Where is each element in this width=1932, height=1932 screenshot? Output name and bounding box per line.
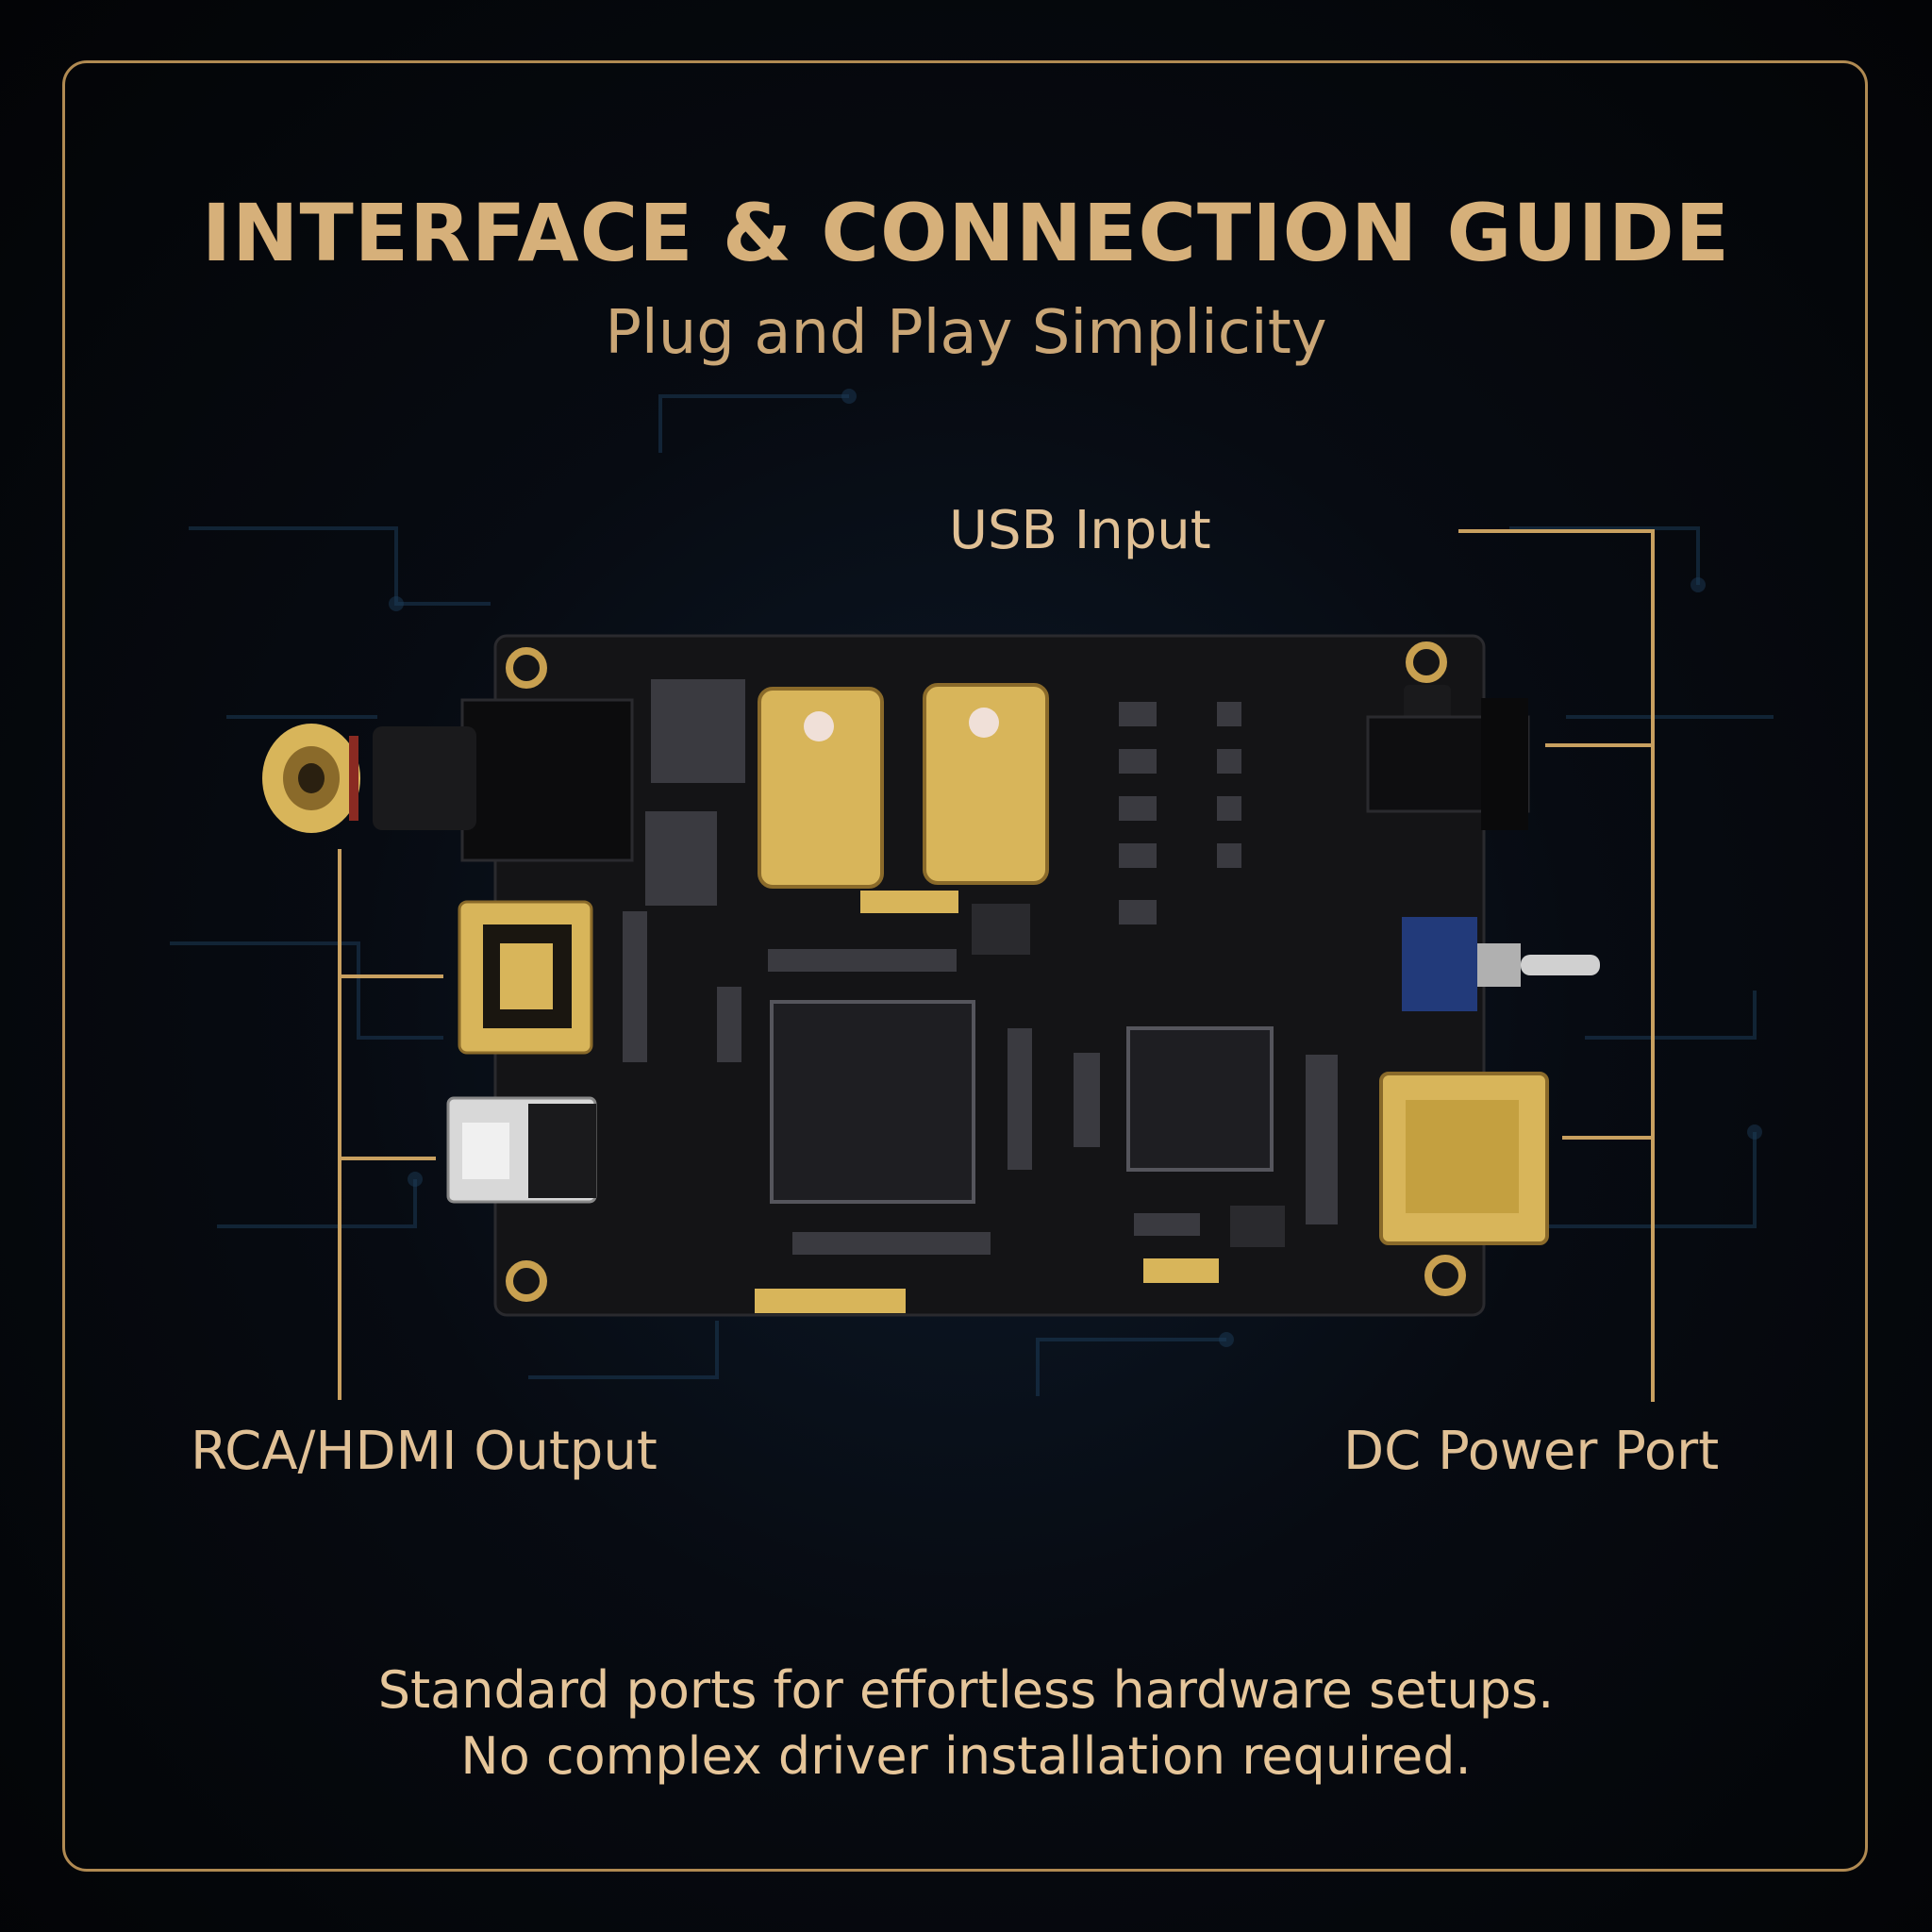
oscillator-cans <box>758 683 1049 889</box>
dc-power-jack <box>1366 698 1530 830</box>
footer-line-2: No complex driver installation required. <box>460 1726 1472 1786</box>
toggle-switch <box>1402 917 1600 1011</box>
rca-connector <box>262 698 634 862</box>
header-pins <box>755 891 1219 1313</box>
usb-input-label: USB Input <box>949 500 1211 561</box>
page-title: INTERFACE & CONNECTION GUIDE <box>201 187 1731 279</box>
smd-components <box>623 679 1338 1255</box>
mounting-holes <box>506 641 1466 1302</box>
main-chips <box>770 904 1285 1247</box>
callout-lines <box>338 529 1655 1402</box>
gold-frame-border <box>62 60 1868 1872</box>
usb-b-connector <box>1379 1072 1549 1245</box>
circuit-traces-background <box>170 394 1774 1396</box>
footer-line-1: Standard ports for effortless hardware s… <box>377 1660 1555 1720</box>
page-subtitle: Plug and Play Simplicity <box>605 298 1327 368</box>
dc-power-port-label: DC Power Port <box>1343 1421 1720 1482</box>
optical-connector <box>446 1096 597 1204</box>
rca-hdmi-output-label: RCA/HDMI Output <box>191 1421 658 1482</box>
hdmi-connector <box>458 900 593 1055</box>
